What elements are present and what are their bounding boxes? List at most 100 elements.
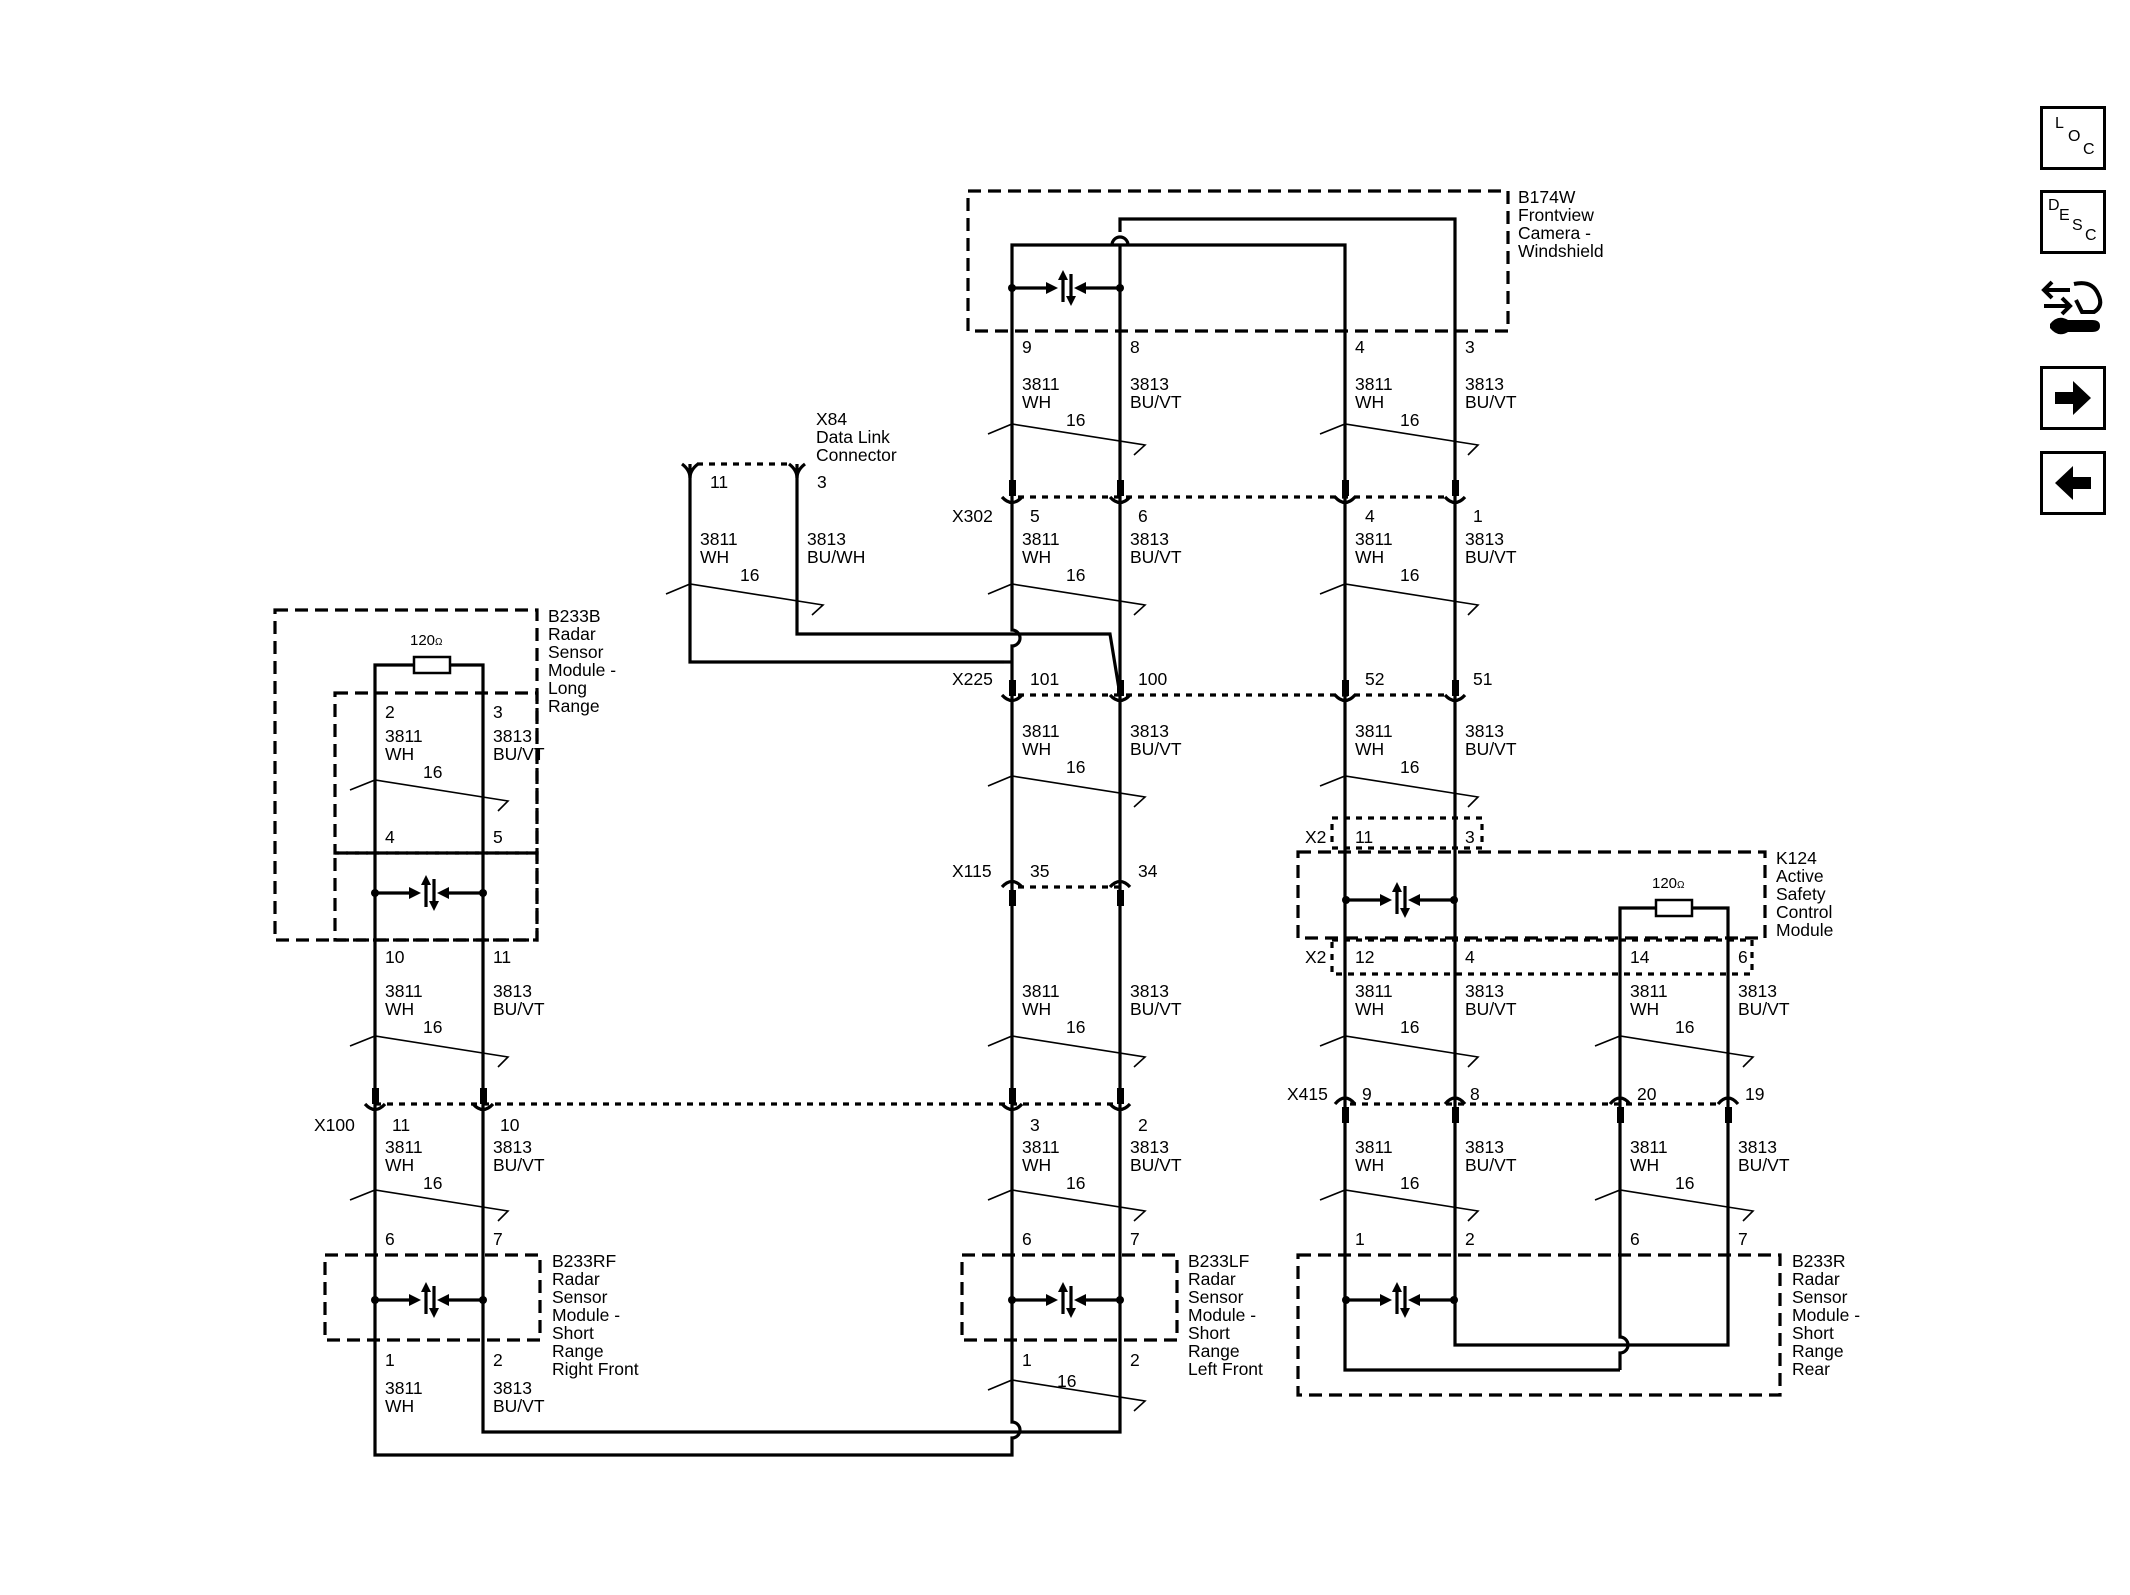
- svg-text:3811: 3811: [1630, 981, 1668, 1001]
- svg-text:WH: WH: [1355, 739, 1384, 759]
- svg-text:6: 6: [1630, 1229, 1640, 1249]
- svg-text:WH: WH: [385, 999, 414, 1019]
- svg-text:Range: Range: [548, 696, 600, 716]
- x225-label: X225: [952, 669, 993, 689]
- k124-x2-top: [1330, 816, 1484, 850]
- svg-text:16: 16: [1066, 1017, 1085, 1037]
- svg-text:2: 2: [385, 702, 395, 722]
- b233b-box: [273, 608, 539, 942]
- loc-button[interactable]: L O C: [2040, 106, 2106, 170]
- svg-text:16: 16: [1675, 1173, 1694, 1193]
- svg-text:7: 7: [493, 1229, 503, 1249]
- svg-text:3: 3: [1030, 1115, 1040, 1135]
- svg-text:BU/VT: BU/VT: [1738, 1155, 1790, 1175]
- svg-text:Rear: Rear: [1792, 1359, 1830, 1379]
- svg-text:Module -: Module -: [552, 1305, 620, 1325]
- svg-text:6: 6: [1022, 1229, 1032, 1249]
- svg-text:Module: Module: [1776, 920, 1833, 940]
- svg-text:19: 19: [1745, 1084, 1764, 1104]
- svg-text:Range: Range: [1188, 1341, 1240, 1361]
- svg-text:1: 1: [1022, 1350, 1032, 1370]
- svg-text:3813: 3813: [1465, 981, 1504, 1001]
- svg-text:3813: 3813: [1465, 721, 1504, 741]
- desc-icon: D: [2048, 197, 2060, 214]
- svg-text:16: 16: [1066, 757, 1085, 777]
- svg-text:Sensor: Sensor: [1188, 1287, 1244, 1307]
- svg-text:3811: 3811: [1355, 981, 1393, 1001]
- desc-icon-s: S: [2072, 217, 2083, 234]
- svg-text:16: 16: [1400, 1173, 1419, 1193]
- svg-text:Connector: Connector: [816, 445, 897, 465]
- svg-text:BU/VT: BU/VT: [1465, 999, 1517, 1019]
- svg-text:BU/VT: BU/VT: [1738, 999, 1790, 1019]
- svg-text:6: 6: [1738, 947, 1748, 967]
- transceiver-symbols: [371, 270, 1458, 1318]
- svg-text:Module -: Module -: [1188, 1305, 1256, 1325]
- resistor-b233b: [412, 655, 452, 675]
- b233rf-id: B233RF: [552, 1251, 616, 1271]
- b233b-transceiver-box: [333, 851, 539, 942]
- svg-text:3813: 3813: [1130, 1137, 1169, 1157]
- k124-id: K124: [1776, 848, 1817, 868]
- svg-text:WH: WH: [1022, 999, 1051, 1019]
- svg-text:16: 16: [1400, 565, 1419, 585]
- svg-text:Camera -: Camera -: [1518, 223, 1591, 243]
- svg-text:16: 16: [1066, 565, 1085, 585]
- svg-text:4: 4: [385, 827, 395, 847]
- svg-text:BU/VT: BU/VT: [493, 1396, 545, 1416]
- loc-icon-o: O: [2068, 128, 2081, 145]
- svg-text:6: 6: [1138, 506, 1148, 526]
- svg-text:Safety: Safety: [1776, 884, 1826, 904]
- svg-text:Radar: Radar: [1792, 1269, 1840, 1289]
- svg-text:3: 3: [1465, 337, 1475, 357]
- svg-text:Frontview: Frontview: [1518, 205, 1594, 225]
- wires: [373, 217, 1730, 1457]
- svg-text:7: 7: [1130, 1229, 1140, 1249]
- svg-text:3813: 3813: [1130, 374, 1169, 394]
- svg-text:3813: 3813: [1738, 1137, 1777, 1157]
- svg-text:Sensor: Sensor: [552, 1287, 608, 1307]
- svg-text:2: 2: [1465, 1229, 1475, 1249]
- svg-text:WH: WH: [1022, 739, 1051, 759]
- svg-text:BU/VT: BU/VT: [1465, 739, 1517, 759]
- svg-text:20: 20: [1637, 1084, 1657, 1104]
- svg-text:Control: Control: [1776, 902, 1832, 922]
- b174w-box: [966, 189, 1510, 333]
- previous-arrow-icon: [2055, 466, 2091, 500]
- svg-text:3811: 3811: [385, 1378, 423, 1398]
- x2-top-label: X2: [1305, 827, 1326, 847]
- desc-button[interactable]: D E S C: [2040, 190, 2106, 254]
- component-labels: B174W Frontview Camera - Windshield X84 …: [548, 187, 1860, 1379]
- svg-text:WH: WH: [1630, 1155, 1659, 1175]
- svg-text:Short: Short: [1792, 1323, 1834, 1343]
- svg-text:BU/VT: BU/VT: [1465, 1155, 1517, 1175]
- svg-text:16: 16: [740, 565, 759, 585]
- next-button[interactable]: [2040, 366, 2106, 430]
- svg-text:Short: Short: [1188, 1323, 1230, 1343]
- k124-x2-bottom: [1330, 938, 1754, 976]
- svg-text:3811: 3811: [385, 981, 423, 1001]
- b233r-id: B233R: [1792, 1251, 1846, 1271]
- harness-button[interactable]: [2040, 274, 2108, 338]
- x100-label: X100: [314, 1115, 355, 1135]
- b233b-id: B233B: [548, 606, 601, 626]
- svg-text:2: 2: [493, 1350, 503, 1370]
- svg-text:BU/VT: BU/VT: [493, 1155, 545, 1175]
- twisted-pair-marks: [349, 423, 1755, 1412]
- svg-text:3813: 3813: [1130, 721, 1169, 741]
- x84-id: X84: [816, 409, 847, 429]
- svg-text:Long: Long: [548, 678, 587, 698]
- svg-text:WH: WH: [1355, 1155, 1384, 1175]
- svg-text:Module -: Module -: [548, 660, 616, 680]
- svg-text:51: 51: [1473, 669, 1492, 689]
- previous-button[interactable]: [2040, 451, 2106, 515]
- svg-text:101: 101: [1030, 669, 1059, 689]
- svg-text:Sensor: Sensor: [1792, 1287, 1848, 1307]
- pin-numbers: 9 8 4 3 11 3 5 6 4 1 101 100 52 51 35 34…: [385, 337, 1764, 1370]
- svg-text:WH: WH: [385, 744, 414, 764]
- svg-text:BU/VT: BU/VT: [1130, 999, 1182, 1019]
- svg-text:Radar: Radar: [548, 624, 596, 644]
- svg-text:8: 8: [1470, 1084, 1480, 1104]
- svg-text:11: 11: [1355, 827, 1373, 847]
